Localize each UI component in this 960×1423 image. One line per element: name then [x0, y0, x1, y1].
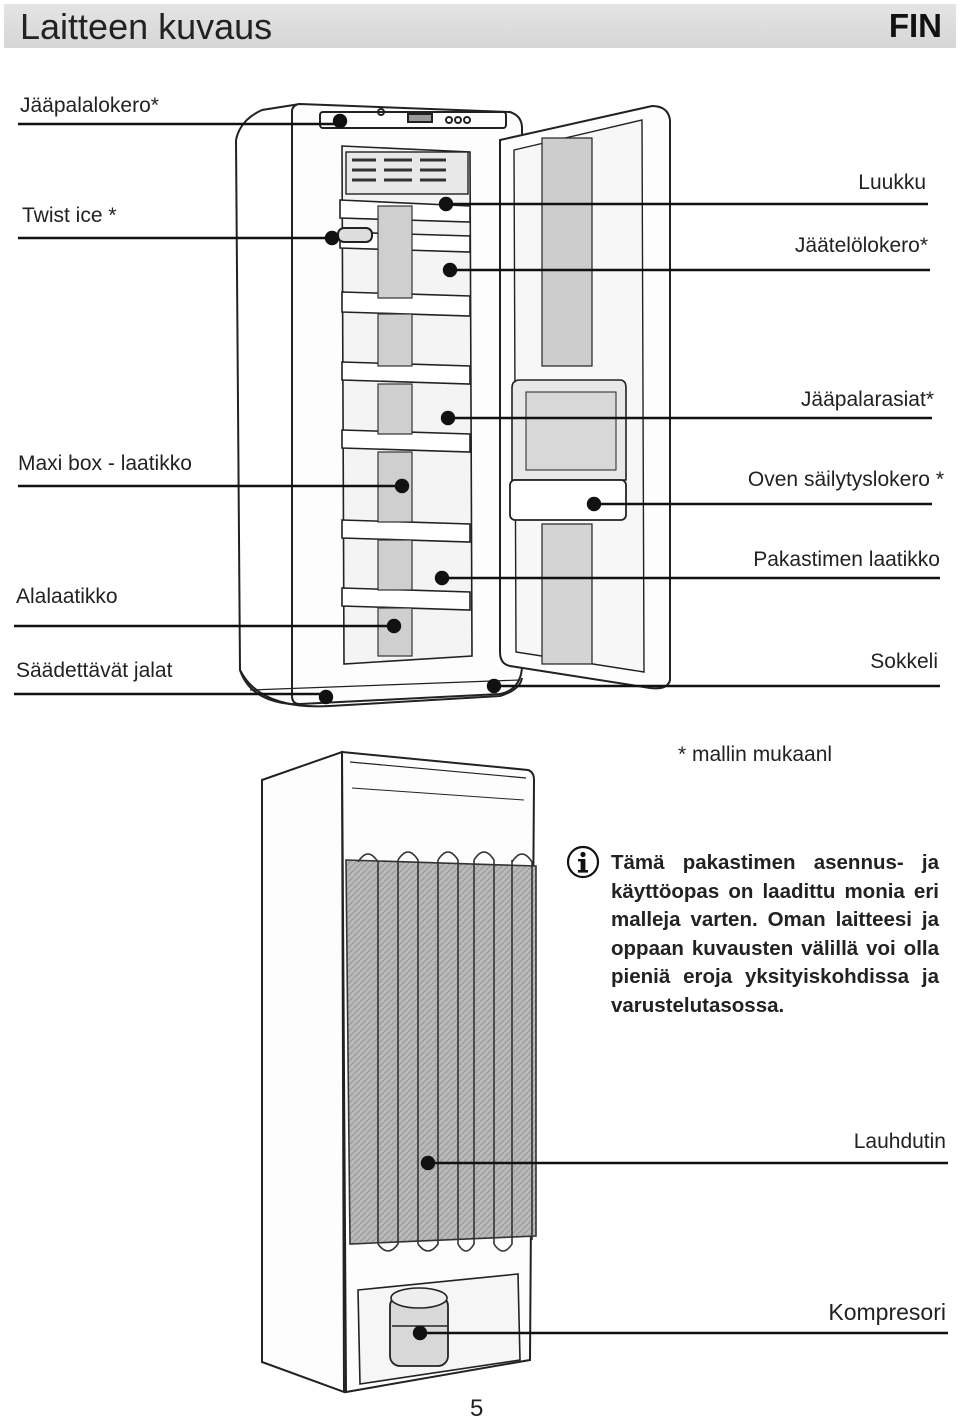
leader-lines: [14, 113, 948, 1341]
info-note-text: Tämä pakastimen asennus- ja käyttöopas o…: [611, 851, 939, 1017]
label-saadettavat-jalat: Säädettävät jalat: [16, 659, 173, 682]
label-jaapalalokero: Jääpalalokero*: [20, 94, 159, 117]
freezer-back-drawing: [261, 750, 537, 1394]
label-sokkeli: Sokkeli: [870, 650, 938, 673]
label-pakastimen-laatikko: Pakastimen laatikko: [753, 548, 940, 571]
label-jaapalarasiat: Jääpalarasiat*: [800, 388, 934, 411]
page-number: 5: [470, 1395, 484, 1422]
freezer-front-drawing: [235, 102, 523, 708]
label-alalaatikko: Alalaatikko: [16, 585, 118, 608]
info-icon: [566, 845, 600, 879]
label-lauhdutin: Lauhdutin: [853, 1130, 946, 1153]
page-title: Laitteen kuvaus: [20, 6, 273, 47]
label-jaatelolokero: Jäätelölokero*: [794, 234, 928, 257]
label-twist-ice: Twist ice *: [22, 204, 117, 227]
label-maxi-box: Maxi box - laatikko: [18, 452, 192, 475]
page-header: Laitteen kuvaus FIN: [4, 4, 956, 48]
language-code: FIN: [888, 7, 942, 44]
label-luukku: Luukku: [858, 171, 926, 194]
label-kompresori: Kompresori: [828, 1299, 946, 1325]
freezer-door-drawing: [499, 104, 671, 690]
label-oven-sailytyslokero: Oven säilytyslokero *: [747, 468, 944, 491]
footnote-model-dependent: * mallin mukaanl: [678, 743, 833, 766]
